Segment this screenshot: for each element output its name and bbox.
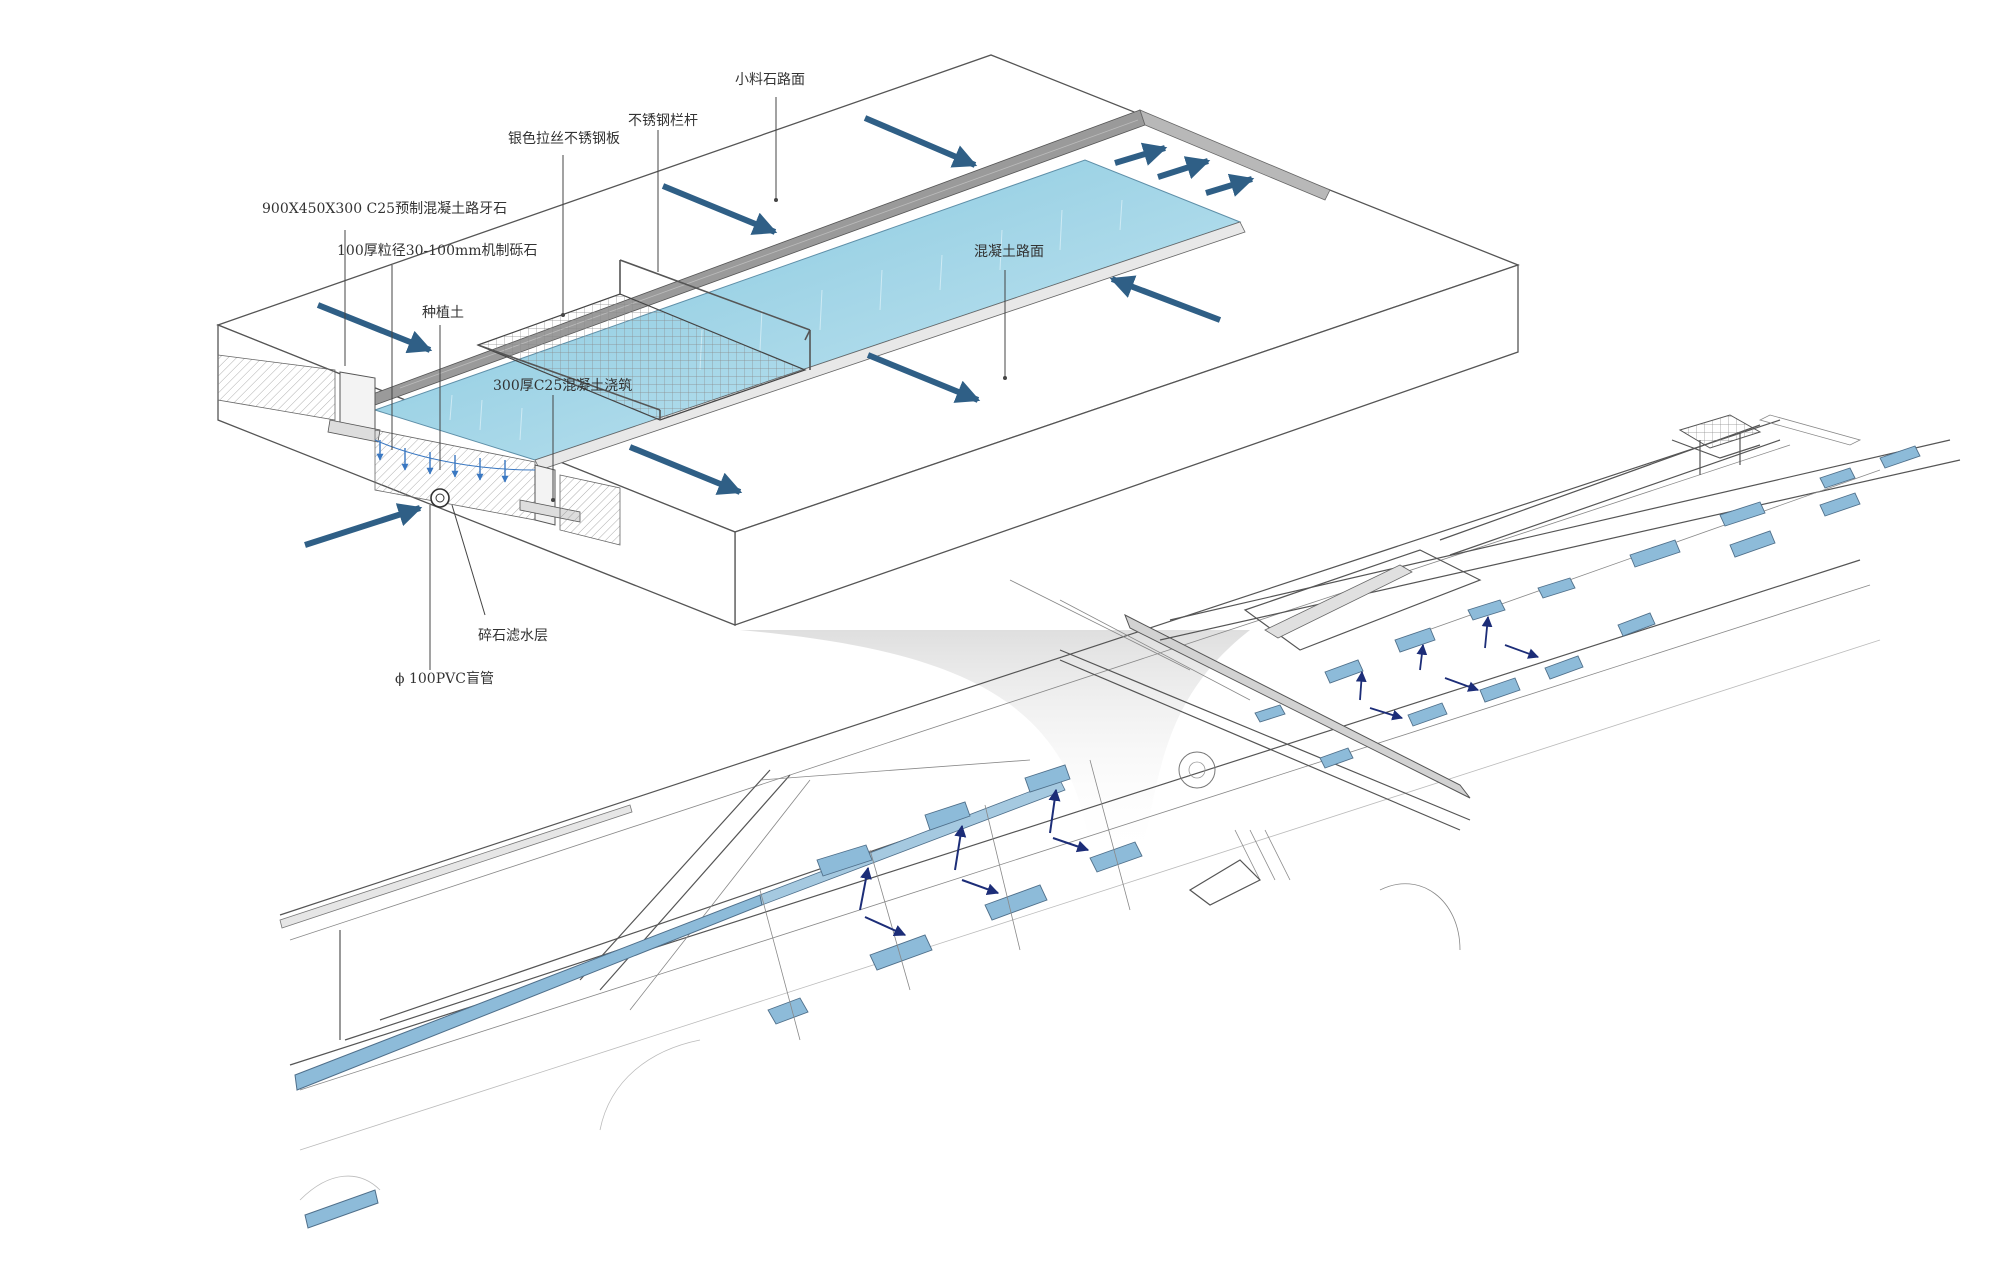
- flow-arrows-right: [1355, 615, 1540, 721]
- planter-wall: [279, 804, 633, 929]
- infiltration-arrows: [376, 440, 509, 483]
- rain-garden-row-lower: [767, 841, 1143, 1025]
- label-steel-railing: 不锈钢栏杆: [628, 113, 698, 129]
- swale-channel-long: [759, 779, 1066, 906]
- label-planting-soil: 种植土: [422, 305, 464, 321]
- swale-channel-far: [304, 1189, 379, 1229]
- rain-garden-row-upper: [816, 764, 1071, 877]
- flow-arrows-lower: [859, 788, 1090, 937]
- section-cut: [217, 354, 621, 546]
- pvc-pipe-icon: [430, 488, 450, 508]
- section-block: [216, 54, 1520, 670]
- steel-railing: [477, 259, 811, 420]
- label-concrete-pour: 300厚C25混凝土浇筑: [493, 378, 632, 394]
- steel-plate-deck: [476, 293, 807, 421]
- rain-garden-grid-right: [1254, 445, 1921, 769]
- label-brushed-steel-plate: 银色拉丝不锈钢板: [508, 130, 620, 147]
- label-concrete-paving: 混凝土路面: [974, 244, 1044, 260]
- label-pvc-pipe: ϕ 100PVC盲管: [395, 670, 494, 687]
- swale-channel-main: [294, 894, 763, 1091]
- label-gravel-filter: 碎石滤水层: [478, 628, 548, 644]
- planter-bench-right: [1264, 564, 1413, 639]
- site-plan: [279, 414, 2000, 1261]
- pedestrian-bridge: [1124, 613, 1471, 799]
- pavilion-roof: [1678, 414, 1762, 449]
- annotations: 小料石路面 不锈钢栏杆 银色拉丝不锈钢板 900X450X300 C25预制混凝…: [262, 72, 1044, 687]
- label-pebble-paving: 小料石路面: [735, 72, 805, 88]
- leader-lines: [344, 97, 1007, 670]
- fountain-ring: [1178, 751, 1216, 789]
- label-curb-stone: 900X450X300 C25预制混凝土路牙石: [262, 201, 507, 217]
- label-gravel-layer: 100厚粒径30-100mm机制砾石: [337, 243, 538, 259]
- runoff-arrows: [304, 115, 1255, 548]
- zoom-cone: [740, 630, 1250, 860]
